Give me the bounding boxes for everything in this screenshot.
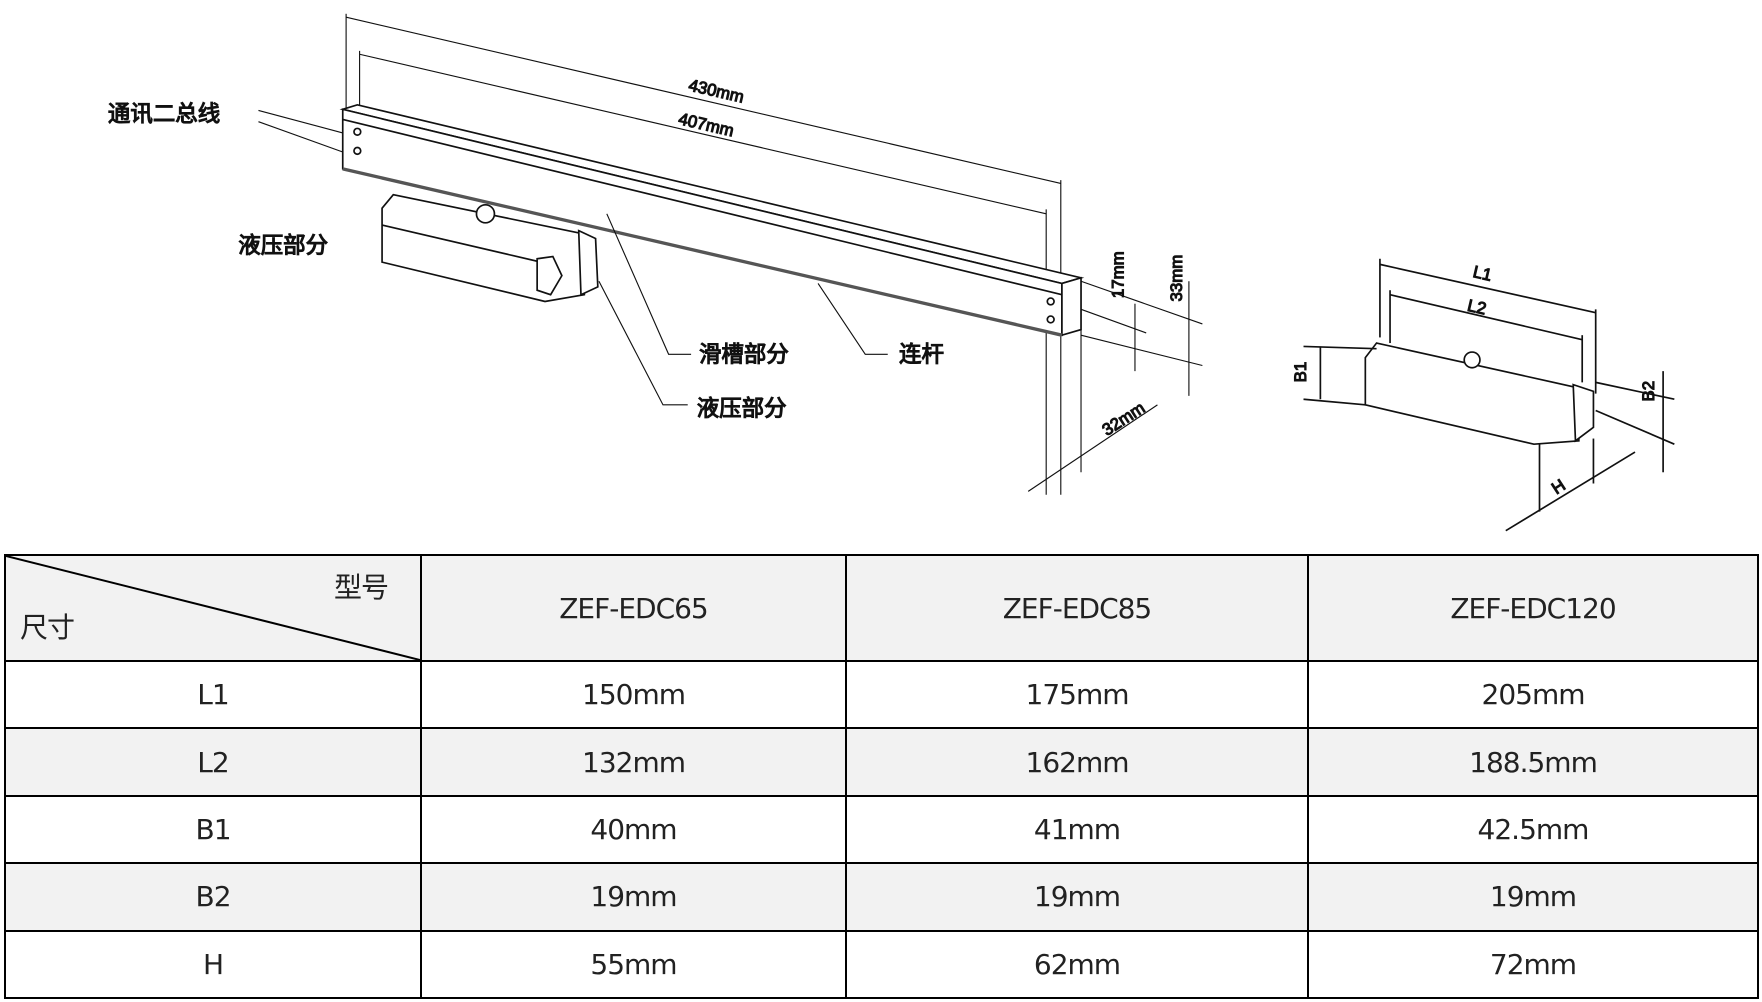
spec-table: 型号 尺寸 ZEF-EDC65 ZEF-EDC85 ZEF-EDC120 L1 …: [4, 554, 1759, 1000]
value-cell: 19mm: [420, 862, 847, 932]
table-row: B1 40mm 41mm 42.5mm: [4, 794, 1759, 865]
dim-407: 407mm: [677, 109, 736, 140]
table-header-row: 型号 尺寸 ZEF-EDC65 ZEF-EDC85 ZEF-EDC120: [4, 554, 1759, 662]
label-linkage: 连杆: [899, 342, 944, 368]
value-cell: 162mm: [845, 727, 1309, 797]
door-closer-drawing: 通讯二总线 液压部分 滑槽部分 连杆 液压部分 430mm 407mm 17mm…: [107, 13, 1675, 532]
dim-cell: B1: [4, 794, 422, 865]
value-cell: 62mm: [845, 929, 1309, 1000]
hydraulic-body: [381, 193, 599, 303]
label-slide: 滑槽部分: [699, 342, 789, 368]
label-hydraulic-top: 液压部分: [238, 233, 328, 259]
diagonal-divider: [6, 556, 420, 660]
model-header: ZEF-EDC85: [845, 554, 1309, 662]
label-hydraulic-bottom: 液压部分: [697, 396, 787, 422]
dim-L1: L1: [1471, 262, 1494, 285]
corner-cell: 型号 尺寸: [4, 554, 422, 662]
dim-B1: B1: [1291, 362, 1310, 383]
label-bus: 通讯二总线: [108, 102, 220, 128]
dim-17: 17mm: [1109, 251, 1128, 298]
value-cell: 188.5mm: [1307, 727, 1759, 797]
dim-33: 33mm: [1167, 255, 1186, 302]
corner-label-dimension: 尺寸: [20, 611, 75, 644]
bus-wire: [258, 109, 343, 134]
value-cell: 41mm: [845, 794, 1309, 865]
value-cell: 175mm: [845, 659, 1309, 730]
table-row: H 55mm 62mm 72mm: [4, 929, 1759, 1000]
dim-cell: L2: [4, 727, 422, 797]
dim-cell: B2: [4, 862, 422, 932]
dim-32: 32mm: [1099, 398, 1149, 439]
value-cell: 19mm: [1307, 862, 1759, 932]
dim-cell: H: [4, 929, 422, 1000]
model-header: ZEF-EDC120: [1307, 554, 1759, 662]
leader-lines: [598, 213, 888, 406]
value-cell: 132mm: [420, 727, 847, 797]
value-cell: 205mm: [1307, 659, 1759, 730]
value-cell: 55mm: [420, 929, 847, 1000]
dim-430: 430mm: [687, 76, 746, 107]
value-cell: 150mm: [420, 659, 847, 730]
slide-rail: [339, 103, 1085, 337]
dim-cell: L1: [4, 659, 422, 730]
corner-label-model: 型号: [333, 571, 389, 604]
dimension-lines: [345, 13, 1203, 495]
table-row: L2 132mm 162mm 188.5mm: [4, 727, 1759, 797]
hydraulic-unit-small: [1303, 258, 1675, 532]
dim-B2: B2: [1639, 381, 1658, 402]
value-cell: 72mm: [1307, 929, 1759, 1000]
value-cell: 40mm: [420, 794, 847, 865]
table-row: B2 19mm 19mm 19mm: [4, 862, 1759, 932]
value-cell: 19mm: [845, 862, 1309, 932]
dim-L2: L2: [1466, 296, 1489, 319]
model-header: ZEF-EDC65: [420, 554, 847, 662]
value-cell: 42.5mm: [1307, 794, 1759, 865]
table-row: L1 150mm 175mm 205mm: [4, 659, 1759, 730]
